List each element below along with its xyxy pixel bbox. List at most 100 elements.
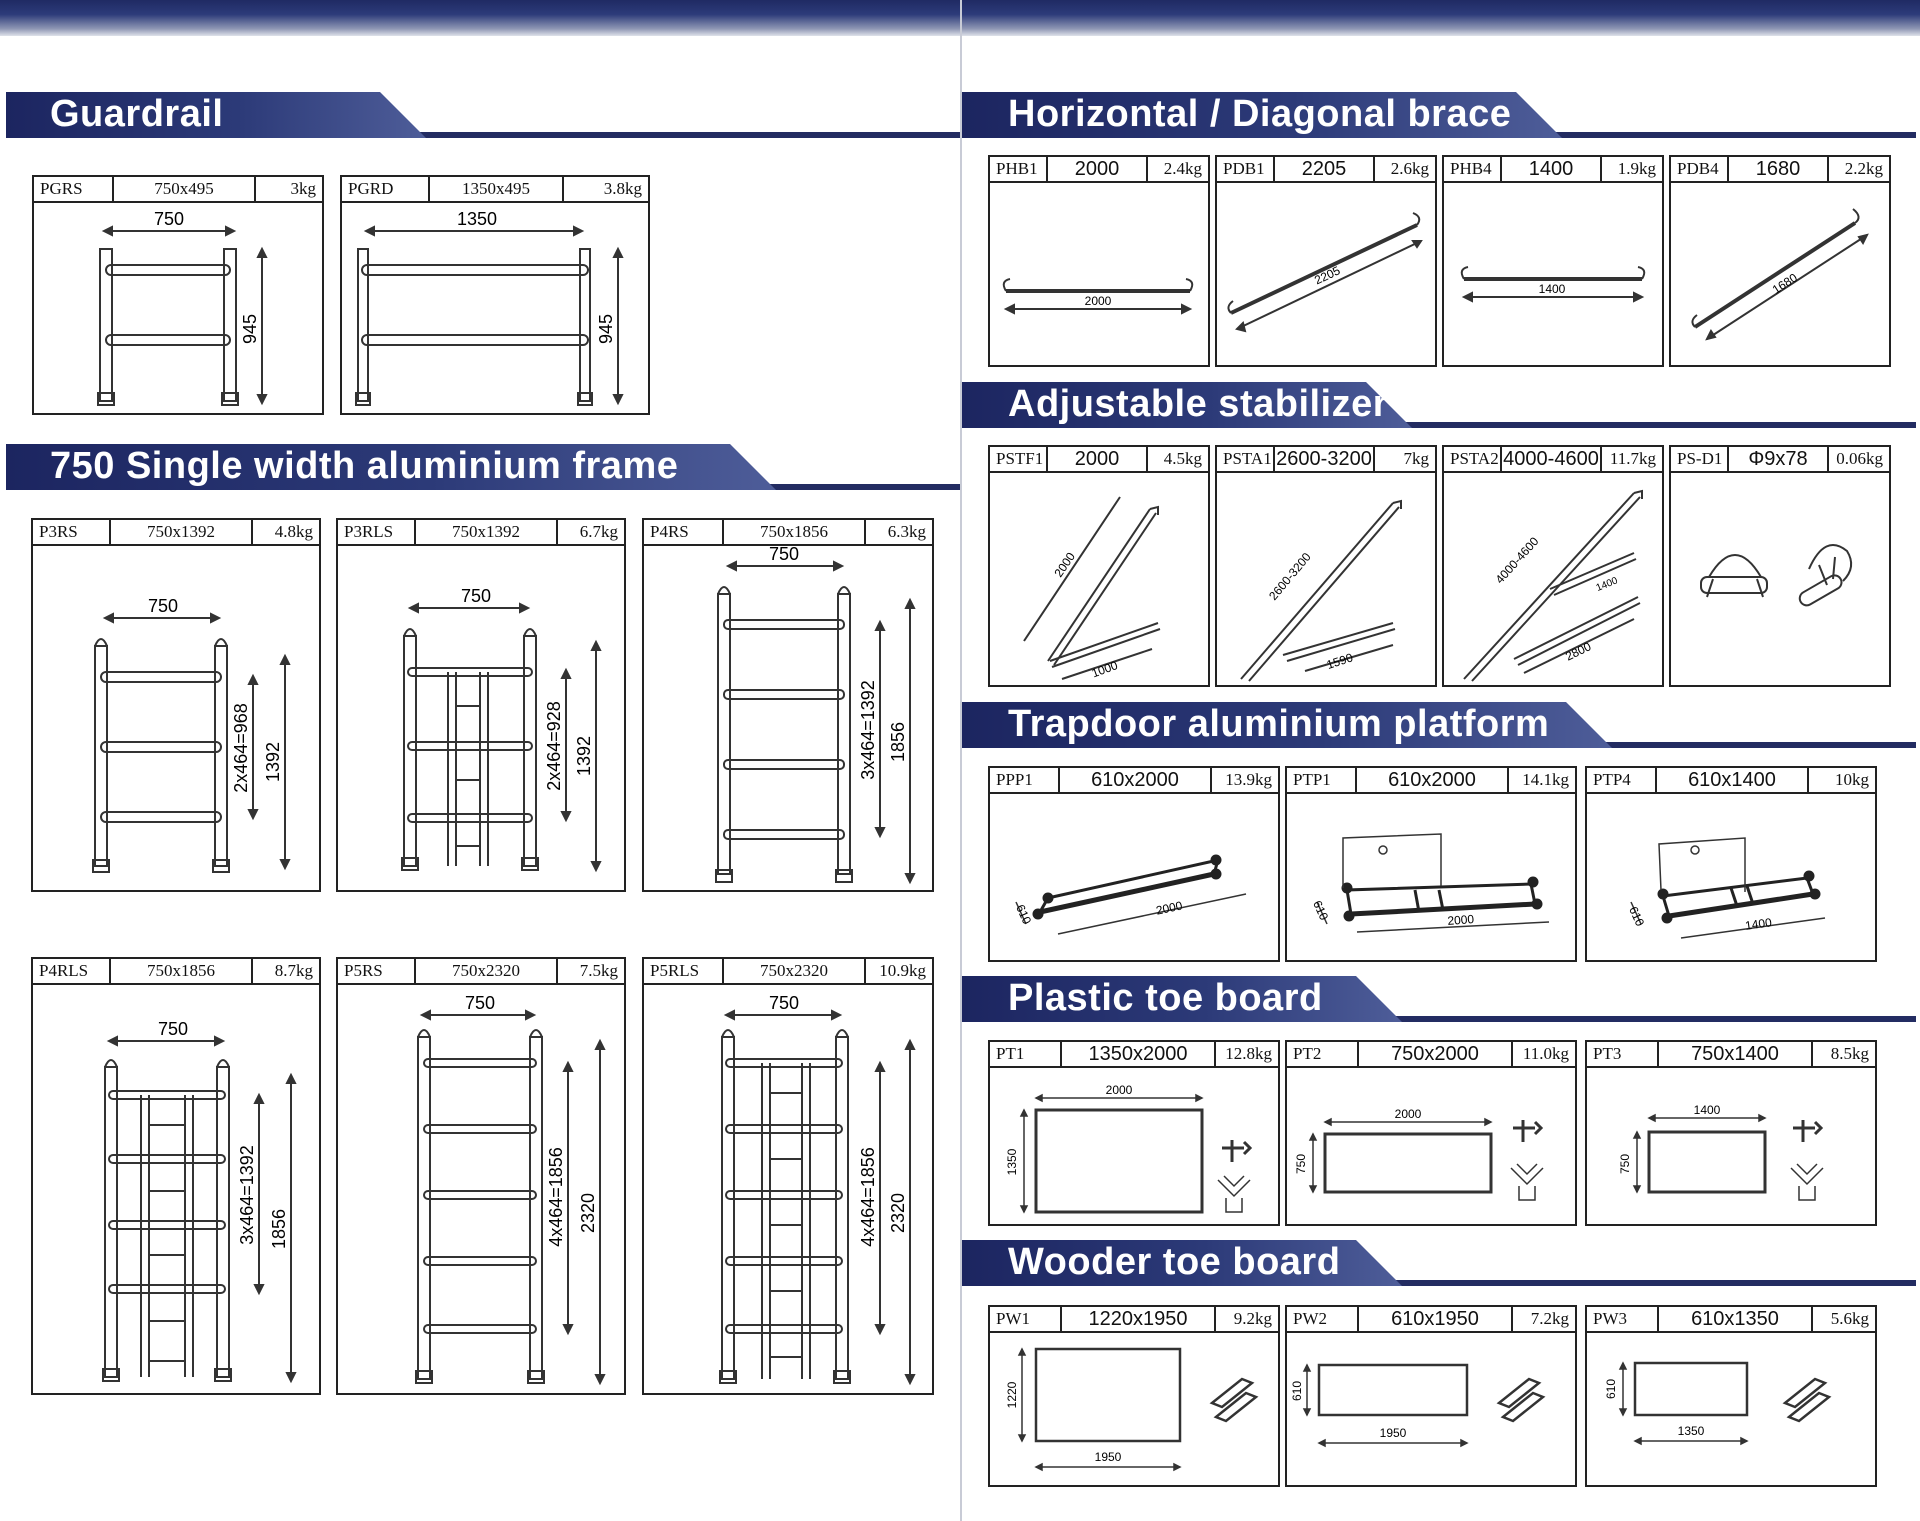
product-code: PDB4 bbox=[1671, 157, 1729, 181]
product-size: 2000 bbox=[1048, 157, 1148, 181]
section-title: Guardrail bbox=[50, 93, 224, 135]
product-weight: 12.8kg bbox=[1225, 1044, 1272, 1063]
frame-drawing: 750 3x464=1392 1856 bbox=[102, 1019, 297, 1384]
section-title: Horizontal / Diagonal brace bbox=[1008, 93, 1512, 135]
width-label: 750 bbox=[769, 993, 799, 1013]
length-label: 4000-4600 bbox=[1493, 534, 1542, 586]
height-label: 1392 bbox=[263, 742, 283, 782]
product-weight: 4.5kg bbox=[1163, 449, 1202, 468]
product-code: PHB1 bbox=[990, 157, 1048, 181]
product-weight: 7.5kg bbox=[579, 961, 618, 980]
product-size: 2600-3200 bbox=[1275, 447, 1375, 471]
width-label: 750 bbox=[158, 1019, 188, 1039]
product-code: PSTF1 bbox=[990, 447, 1048, 471]
platform-drawing: 2000 610 bbox=[1013, 854, 1247, 935]
stabilizer-drawing: 2000 1000 bbox=[1023, 496, 1161, 680]
brace-length-label: 1400 bbox=[1595, 575, 1620, 594]
product-size: 750x1392 bbox=[416, 520, 558, 544]
product-size: 2000 bbox=[1048, 447, 1148, 471]
product-weight: 7.2kg bbox=[1530, 1309, 1569, 1328]
product-weight: 11.0kg bbox=[1522, 1044, 1569, 1063]
length-label: 2000 bbox=[1395, 1107, 1422, 1121]
product-code: PGRS bbox=[34, 177, 114, 201]
height-label: 945 bbox=[596, 314, 616, 344]
product-weight: 5.6kg bbox=[1830, 1309, 1869, 1328]
width-label: 750 bbox=[1618, 1154, 1632, 1174]
section-frame: 750 Single width aluminium frame bbox=[6, 444, 960, 490]
page-divider bbox=[960, 0, 962, 1521]
width-label: 750 bbox=[154, 209, 184, 229]
length-label: 2000 bbox=[1447, 912, 1475, 928]
product-code: P5RLS bbox=[644, 959, 724, 983]
product-size: 1680 bbox=[1729, 157, 1829, 181]
product-size: 610x2000 bbox=[1357, 768, 1509, 792]
product-code: PTP1 bbox=[1287, 768, 1357, 792]
rung-spacing-label: 4x464=1856 bbox=[546, 1147, 566, 1247]
product-size: 610x2000 bbox=[1060, 768, 1212, 792]
brace-drawing: 1680 bbox=[1691, 208, 1869, 341]
product-weight: 1.9kg bbox=[1617, 159, 1656, 178]
toe-board-drawing: 2000 1350 bbox=[1005, 1083, 1253, 1214]
product-code: PT1 bbox=[990, 1042, 1062, 1066]
product-weight: 10.9kg bbox=[879, 961, 926, 980]
product-size: 610x1400 bbox=[1657, 768, 1809, 792]
frame-drawing: 750 4x464=1856 2320 bbox=[415, 993, 606, 1386]
product-code: PHB4 bbox=[1444, 157, 1502, 181]
product-code: PW3 bbox=[1587, 1307, 1659, 1331]
section-stabilizer: Adjustable stabilizer bbox=[962, 382, 1916, 428]
product-size: 750x1392 bbox=[111, 520, 253, 544]
toe-board-drawing: 1400 750 bbox=[1618, 1103, 1824, 1201]
height-label: 2320 bbox=[578, 1193, 598, 1233]
product-code: P4RS bbox=[644, 520, 724, 544]
length-label: 2600-3200 bbox=[1266, 550, 1314, 603]
brace-drawing: 2205 bbox=[1227, 212, 1423, 333]
platform-drawing: 2000 610 bbox=[1310, 833, 1550, 933]
rung-spacing-label: 2x464=928 bbox=[544, 701, 564, 791]
length-label: 1950 bbox=[1095, 1450, 1122, 1464]
section-plastic: Plastic toe board bbox=[962, 976, 1916, 1022]
product-size: 1400 bbox=[1502, 157, 1602, 181]
width-label: 750 bbox=[1294, 1154, 1308, 1174]
guardrail-drawing: 750 945 bbox=[97, 209, 268, 406]
product-code: PS-D1 bbox=[1671, 447, 1729, 471]
base-length-label: 1000 bbox=[1090, 658, 1120, 680]
product-size: 750x2320 bbox=[416, 959, 558, 983]
product-size: 750x2320 bbox=[724, 959, 866, 983]
product-code: PT3 bbox=[1587, 1042, 1659, 1066]
product-weight: 4.8kg bbox=[274, 522, 313, 541]
product-code: P3RS bbox=[33, 520, 111, 544]
toe-board-drawing: 1350 610 bbox=[1604, 1361, 1832, 1446]
product-size: 610x1950 bbox=[1359, 1307, 1513, 1331]
width-label: 610 bbox=[1310, 898, 1331, 922]
pin-drawing bbox=[1700, 544, 1853, 607]
width-label: 1350 bbox=[1005, 1148, 1019, 1175]
product-size: 2205 bbox=[1275, 157, 1375, 181]
frame-drawing: 750 4x464=1856 2320 bbox=[719, 993, 916, 1386]
width-label: 610 bbox=[1013, 902, 1034, 926]
height-label: 1392 bbox=[574, 736, 594, 776]
product-weight: 8.5kg bbox=[1830, 1044, 1869, 1063]
stabilizer-drawing: 4000-4600 1400 2800 bbox=[1463, 489, 1643, 682]
product-weight: 9.2kg bbox=[1233, 1309, 1272, 1328]
product-size: 4000-4600 bbox=[1502, 447, 1602, 471]
section-title: 750 Single width aluminium frame bbox=[50, 445, 679, 487]
product-weight: 2.2kg bbox=[1844, 159, 1883, 178]
product-weight: 10kg bbox=[1835, 770, 1869, 789]
toe-board-drawing: 1950 610 bbox=[1290, 1363, 1546, 1448]
section-guardrail: Guardrail bbox=[6, 92, 960, 138]
length-label: 1950 bbox=[1380, 1426, 1407, 1440]
width-label: 1220 bbox=[1005, 1381, 1019, 1408]
width-label: 750 bbox=[461, 586, 491, 606]
product-size: 750x495 bbox=[114, 177, 256, 201]
rung-spacing-label: 2x464=968 bbox=[231, 703, 251, 793]
product-weight: 6.3kg bbox=[887, 522, 926, 541]
product-size: 1350x2000 bbox=[1062, 1042, 1216, 1066]
